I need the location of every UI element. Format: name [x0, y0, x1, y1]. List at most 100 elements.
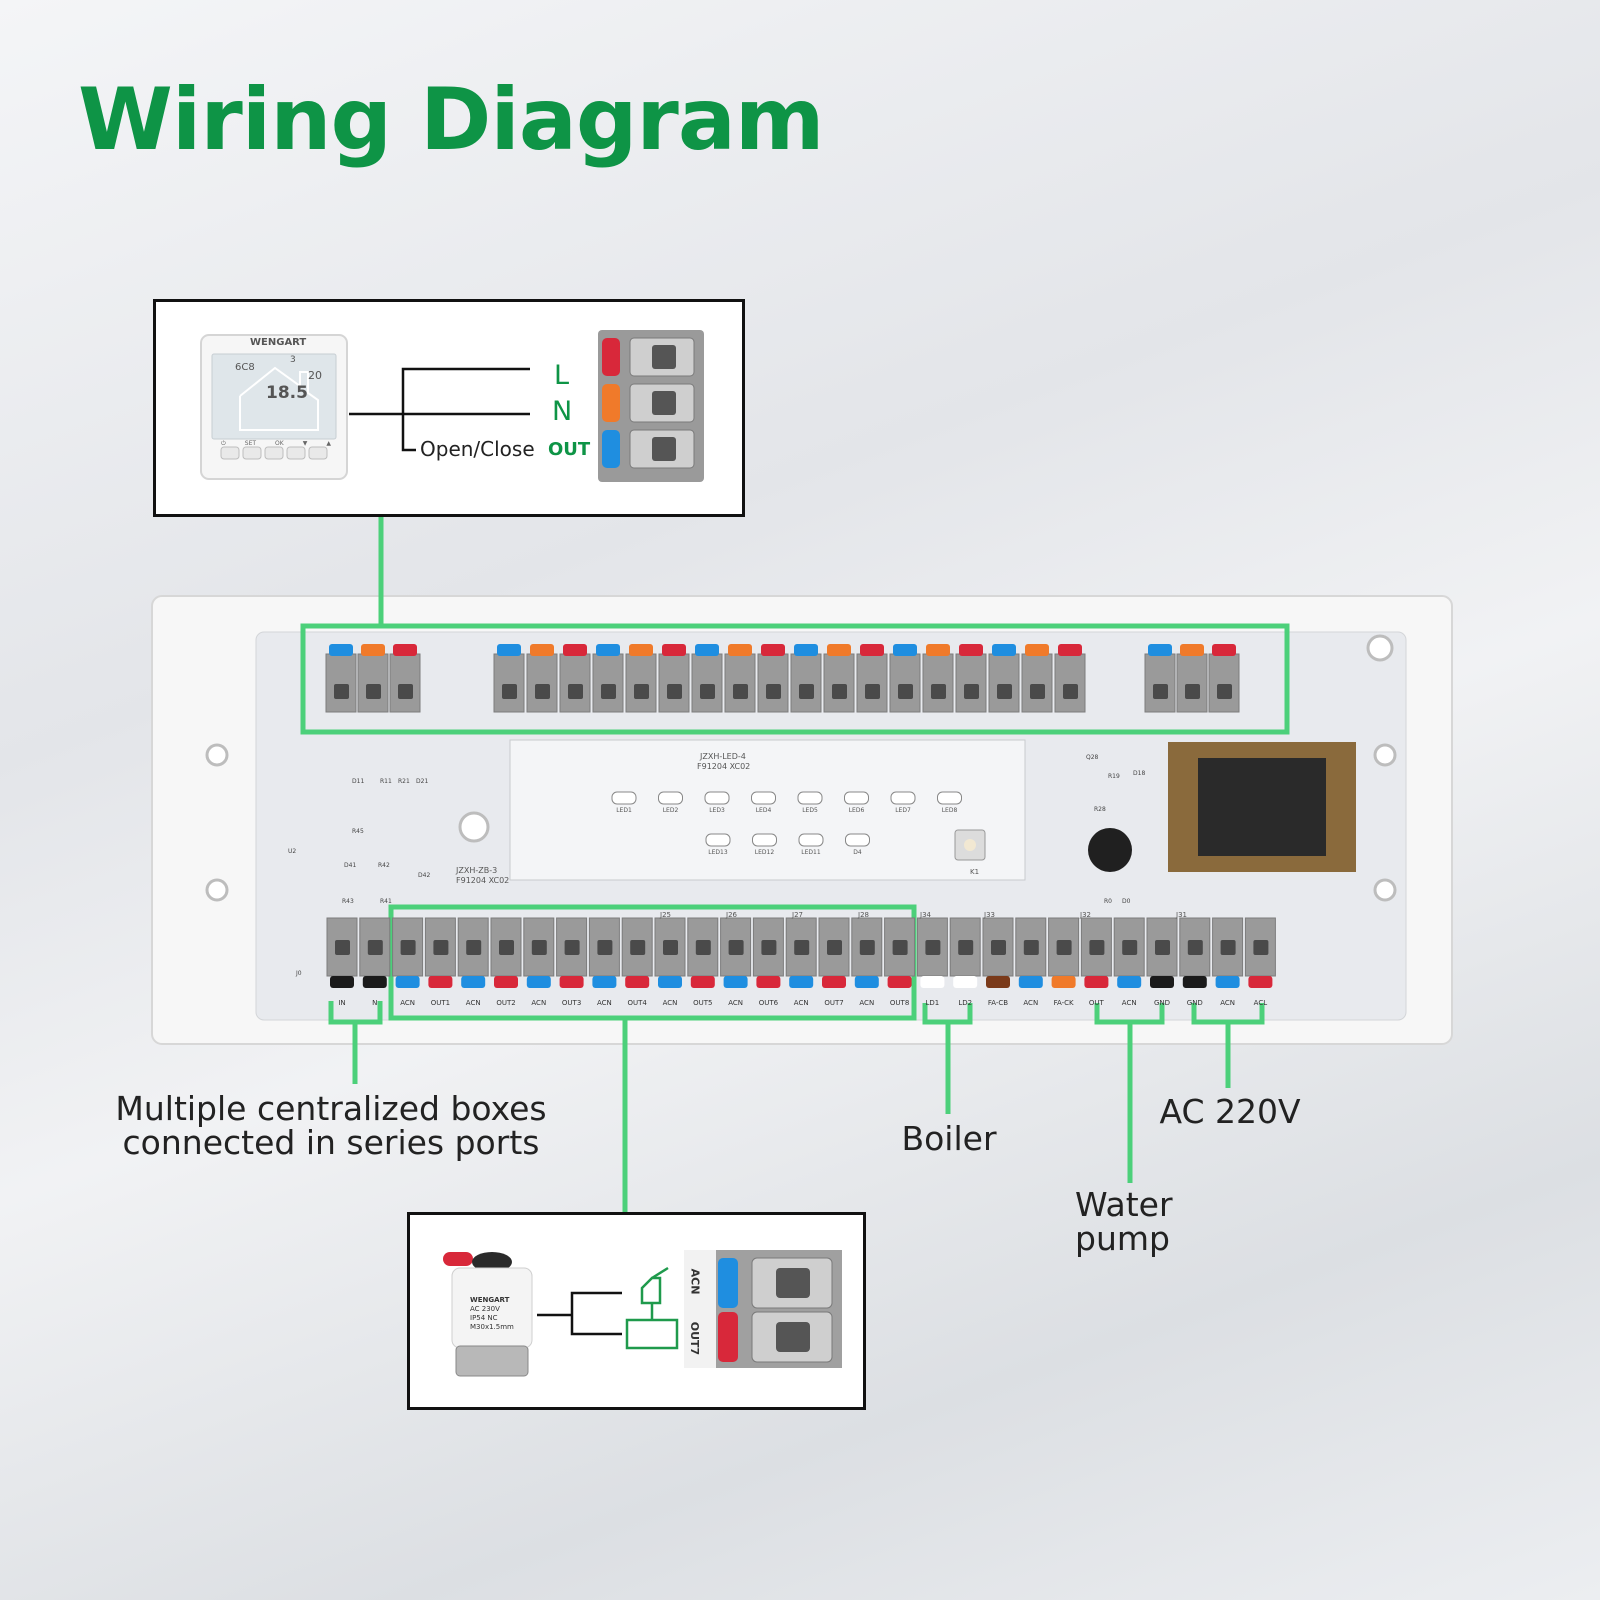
- bottom-terminal: [1179, 917, 1211, 988]
- header-label: J34: [920, 911, 931, 919]
- top-main-terminal-slot: [766, 684, 781, 699]
- top-main-terminal-lever: [596, 644, 620, 656]
- led-label: LED7: [895, 807, 911, 814]
- page-title: Wiring Diagram: [78, 70, 824, 170]
- bottom-terminal-slot: [1122, 940, 1138, 955]
- top-main-terminal: [724, 644, 756, 713]
- top-main-terminal-lever: [1058, 644, 1082, 656]
- terminal-label: ACN: [793, 999, 809, 1007]
- bottom-terminal-slot: [335, 940, 350, 955]
- bottom-terminal-lever: [330, 976, 354, 988]
- top-main-terminal-slot: [634, 684, 649, 699]
- led-indicator: [704, 791, 730, 805]
- top-right-terminal: [1208, 644, 1240, 713]
- top-right-terminal-lever: [1148, 644, 1172, 656]
- top-main-terminal: [790, 644, 822, 713]
- bottom-terminal-lever: [986, 976, 1010, 988]
- component-label: J0: [296, 970, 302, 977]
- thermostat-terminal-block: [598, 330, 704, 482]
- bottom-terminal: [490, 917, 522, 988]
- terminal-label: OUT8: [889, 999, 910, 1007]
- callout-connectors: [328, 517, 1265, 1212]
- wire-label-out: OUT: [548, 439, 591, 460]
- terminal-label: IN: [338, 999, 346, 1007]
- top-main-terminal-body: [823, 653, 855, 713]
- bottom-terminal-slot: [958, 940, 974, 955]
- top-right-terminal-body: [1208, 653, 1240, 713]
- top-main-terminal-slot: [832, 684, 847, 699]
- led-label: LED6: [848, 807, 865, 814]
- led-indicator: [751, 791, 776, 805]
- bottom-terminal-slot: [1155, 940, 1170, 955]
- bottom-terminal: [1048, 917, 1080, 988]
- header-label: J31: [1176, 911, 1187, 919]
- top-main-terminal-lever: [827, 644, 851, 656]
- header-label: J32: [1080, 911, 1091, 919]
- header-label: J28: [858, 911, 869, 919]
- top-main-terminal-body: [1054, 653, 1086, 713]
- bottom-terminal-lever: [395, 976, 420, 988]
- actuator-terminal-block: [684, 1250, 842, 1368]
- label-water-pump: Water pump: [1075, 1185, 1173, 1258]
- mounting-holes: [205, 634, 1397, 902]
- terminal-label: ACN: [1023, 999, 1039, 1007]
- top-main-terminal-slot: [700, 684, 715, 699]
- top-terminals: [325, 644, 1240, 713]
- top-main-terminal-lever: [695, 644, 719, 656]
- led-label: LED4: [755, 807, 772, 814]
- terminal-label: ACN: [859, 999, 875, 1007]
- terminal-label: ACN: [1220, 999, 1235, 1007]
- component-label: R42: [378, 862, 390, 869]
- bottom-terminal-slot: [991, 940, 1006, 955]
- terminal-label: OUT: [1088, 999, 1104, 1007]
- bottom-terminal: [1113, 917, 1145, 988]
- wire-label-n: N: [552, 396, 573, 427]
- wire-label-l: L: [554, 360, 570, 391]
- led-indicators: [611, 791, 986, 861]
- top-right-terminal-body: [1176, 653, 1208, 713]
- top-main-terminal-slot: [568, 684, 583, 699]
- actuator-brand: WENGART: [470, 1296, 510, 1304]
- top-main-terminal: [691, 644, 723, 713]
- top-main-terminal-slot: [865, 684, 880, 699]
- led-label: LED2: [662, 807, 679, 814]
- bottom-terminal-slot: [1056, 940, 1072, 955]
- terminal-label: N: [372, 999, 378, 1007]
- bottom-terminal-slot: [892, 940, 908, 955]
- top-left-terminal-slot: [334, 684, 349, 699]
- thermostat-button-labels: ⏻ SET OK ▼ ▲: [221, 440, 331, 448]
- component-label: R41: [380, 898, 392, 905]
- top-right-terminal-lever: [1212, 644, 1236, 656]
- thermostat-display-top: 3: [290, 355, 296, 365]
- top-main-terminal-body: [790, 653, 822, 713]
- bottom-terminal-lever: [887, 976, 912, 988]
- top-main-terminal-body: [658, 653, 690, 713]
- top-main-terminal-slot: [535, 684, 550, 699]
- capacitor: [1088, 828, 1132, 872]
- component-label: D42: [418, 872, 431, 879]
- top-main-terminal-lever: [926, 644, 950, 656]
- top-main-terminal-body: [625, 653, 657, 713]
- led-indicator: [611, 791, 637, 805]
- bottom-terminal-lever: [625, 976, 650, 988]
- top-left-terminal-lever: [393, 644, 417, 656]
- top-main-terminal: [559, 644, 591, 713]
- led-label: LED12: [754, 849, 775, 856]
- top-main-terminal-body: [592, 653, 624, 713]
- terminal-label: OUT2: [496, 999, 516, 1007]
- up-arrow-icon: ▲: [326, 440, 331, 447]
- label-boiler: Boiler: [901, 1119, 997, 1158]
- top-terminal-callout: [300, 623, 1290, 735]
- component-label: R21: [398, 778, 410, 785]
- top-main-terminal-body: [493, 653, 525, 713]
- led-label: LED1: [616, 807, 632, 814]
- top-left-terminal-body: [357, 653, 389, 713]
- terminal-label: ACN: [1121, 999, 1137, 1007]
- top-main-terminal-body: [757, 653, 789, 713]
- bottom-terminal-slot: [761, 940, 777, 955]
- button-label-k1: K1: [970, 868, 980, 876]
- led-indicator: [752, 833, 777, 847]
- top-main-terminal-body: [691, 653, 723, 713]
- top-main-terminal-body: [526, 653, 558, 713]
